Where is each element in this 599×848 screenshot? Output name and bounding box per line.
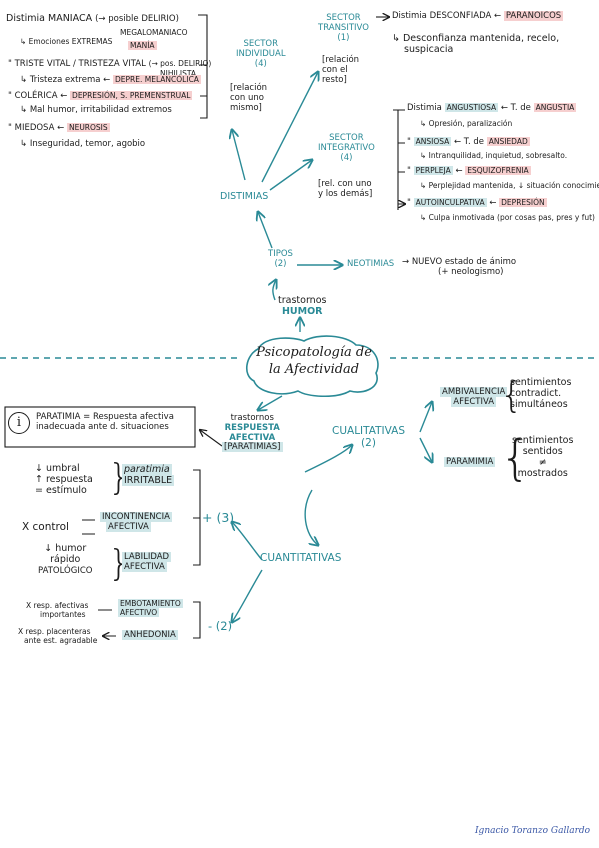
individual-item-triste-extra: NIHILISTA xyxy=(160,69,196,78)
neotimias-label: NEOTIMIAS xyxy=(347,259,395,269)
irritable-label: paratimia IRRITABLE xyxy=(122,464,175,486)
neotimias-desc: → NUEVO estado de ánimo (+ neologismo) xyxy=(402,257,517,277)
center-title-line2: la Afectividad xyxy=(268,361,360,377)
paramimia-desc: sentimientos sentidos ≠ mostrados xyxy=(512,435,574,479)
transitivo-item-desc: ↳ Desconfianza mantenida, recelo, suspic… xyxy=(392,33,560,55)
info-icon: i xyxy=(8,412,30,434)
integrativo-item-ansiosa: " ANSIOSA ← T. de ANSIEDAD xyxy=(407,137,530,147)
individual-item-miedosa: " MIEDOSA ← NEUROSIS xyxy=(8,123,110,133)
individual-item-miedosa-desc: ↳ Inseguridad, temor, agobio xyxy=(20,139,146,149)
paramimia-brace: { xyxy=(500,430,531,486)
plus-bracket xyxy=(193,469,201,566)
individual-item-colerica-desc: ↳ Mal humor, irritabilidad extremos xyxy=(20,105,172,115)
arrow-respuesta-to-paratimia xyxy=(200,430,223,447)
incontinencia-left-text: X control xyxy=(22,521,69,533)
sector-transitivo-title: SECTOR TRANSITIVO (1) xyxy=(318,13,369,43)
center-cloud-shape xyxy=(246,335,379,397)
arrow-distimias-to-integrativo xyxy=(269,160,312,191)
integrativo-item-angustiosa: Distimia ANGUSTIOSA ← T. de ANGUSTIA xyxy=(407,103,577,113)
cuantitativas-plus: + (3) xyxy=(202,510,235,525)
individual-bracket xyxy=(198,14,208,119)
minus-bracket xyxy=(193,601,201,639)
center-title-line1: Psicopatología de xyxy=(256,345,372,360)
incontinencia-label: INCONTINENCIA AFECTIVA xyxy=(100,512,172,532)
curve-center-to-cualitativas xyxy=(304,445,352,473)
sector-individual-title: SECTOR INDIVIDUAL (4) xyxy=(236,39,286,69)
paratimia-note-box xyxy=(4,406,196,448)
integrativo-item-autoinculpativa-desc: ↳ Culpa inmotivada (por cosas pas, pres … xyxy=(420,213,595,222)
irritable-left-text: ↓ umbral ↑ respuesta = estímulo xyxy=(35,463,93,496)
individual-item-maniaca-desc: ↳ Emociones EXTREMAS xyxy=(20,37,113,46)
arrow-distimias-to-individual xyxy=(232,130,246,181)
center-title: Psicopatología de la Afectividad xyxy=(250,345,378,379)
arrow-tipos-to-distimias xyxy=(258,212,273,249)
arrow-cuant-plus xyxy=(232,522,263,561)
labilidad-left-text: ↓ humor rápido PATOLÓGICO xyxy=(38,543,93,576)
sector-transitivo-note: [relación con el resto] xyxy=(322,55,360,85)
paramimia-label: PARAMIMIA xyxy=(444,457,496,467)
sector-individual-note: [relación con uno mismo] xyxy=(230,83,268,113)
individual-item-triste: " TRISTE VITAL / TRISTEZA VITAL (→ pos. … xyxy=(8,59,212,69)
respuesta-afectiva-label: trastornos RESPUESTA AFECTIVA [PARATIMIA… xyxy=(222,413,283,453)
integrativo-item-angustiosa-desc: ↳ Opresión, paralización xyxy=(420,119,513,128)
arrow-cualitativas-ambivalencia xyxy=(419,402,432,433)
anhedonia-left-text: X resp. placenteras ante est. agradable xyxy=(18,627,98,645)
integrativo-item-perpleja: " PERPLEJA ← ESQUIZOFRENIA xyxy=(407,166,531,176)
individual-item-maniaca-extra: MEGALOMANIACO xyxy=(120,28,188,37)
arrow-distimias-to-transitivo xyxy=(261,72,318,183)
author-signature: Ignacio Toranzo Gallardo xyxy=(475,826,591,836)
sector-integrativo-note: [rel. con uno y los demás] xyxy=(318,179,373,199)
individual-item-maniaca-tag: MANÍA xyxy=(128,41,157,50)
cuantitativas-minus: - (2) xyxy=(208,619,233,633)
integrativo-item-autoinculpativa: " AUTOINCULPATIVA ← DEPRESIÓN xyxy=(407,198,547,208)
arrow-humor-to-tipos xyxy=(273,280,276,301)
cuantitativas-label: CUANTITATIVAS xyxy=(260,552,342,564)
embotamiento-label: EMBOTAMIENTO AFECTIVO xyxy=(118,599,183,617)
paratimia-note-text: PARATIMIA = Respuesta afectiva inadecuad… xyxy=(36,412,174,432)
arrow-center-to-respuesta xyxy=(258,395,283,410)
cualitativas-label: CUALITATIVAS (2) xyxy=(332,425,405,450)
ambivalencia-brace: { xyxy=(500,375,523,416)
integrativo-item-perpleja-desc: ↳ Perplejidad mantenida, ↓ situación con… xyxy=(420,181,599,190)
sector-integrativo-title: SECTOR INTEGRATIVO (4) xyxy=(318,133,375,163)
humor-label: trastornos HUMOR xyxy=(278,295,327,317)
distimias-label: DISTIMIAS xyxy=(220,191,269,202)
embotamiento-left-text: X resp. afectivas importantes xyxy=(26,601,89,619)
arrow-cualitativas-paramimia xyxy=(419,437,432,462)
arrow-cuant-minus xyxy=(232,569,263,622)
integrativo-item-ansiosa-desc: ↳ Intranquilidad, inquietud, sobresalto. xyxy=(420,151,568,160)
ambivalencia-desc: sentimientos contradict. simultáneos xyxy=(510,377,572,410)
curve-center-to-cuantitativas xyxy=(304,489,318,545)
individual-bracket-ticks xyxy=(200,64,207,97)
individual-item-colerica: " COLÉRICA ← DEPRESIÓN, S. PREMENSTRUAL xyxy=(8,91,193,101)
ambivalencia-label: AMBIVALENCIA AFECTIVA xyxy=(440,387,508,407)
transitivo-item-desconfiada: Distimia DESCONFIADA ← PARANOICOS xyxy=(392,11,564,21)
labilidad-label: LABILIDAD AFECTIVA xyxy=(122,552,172,572)
individual-item-triste-desc: ↳ Tristeza extrema ← DEPRE. MELANCÓLICA xyxy=(20,75,201,85)
anhedonia-label: ANHEDONIA xyxy=(122,630,178,640)
individual-item-maniaca: Distimia MANIACA (→ posible DELIRIO) xyxy=(6,13,179,24)
tipos-label: TIPOS (2) xyxy=(268,249,293,269)
arrow-integrativo-items xyxy=(393,109,399,210)
